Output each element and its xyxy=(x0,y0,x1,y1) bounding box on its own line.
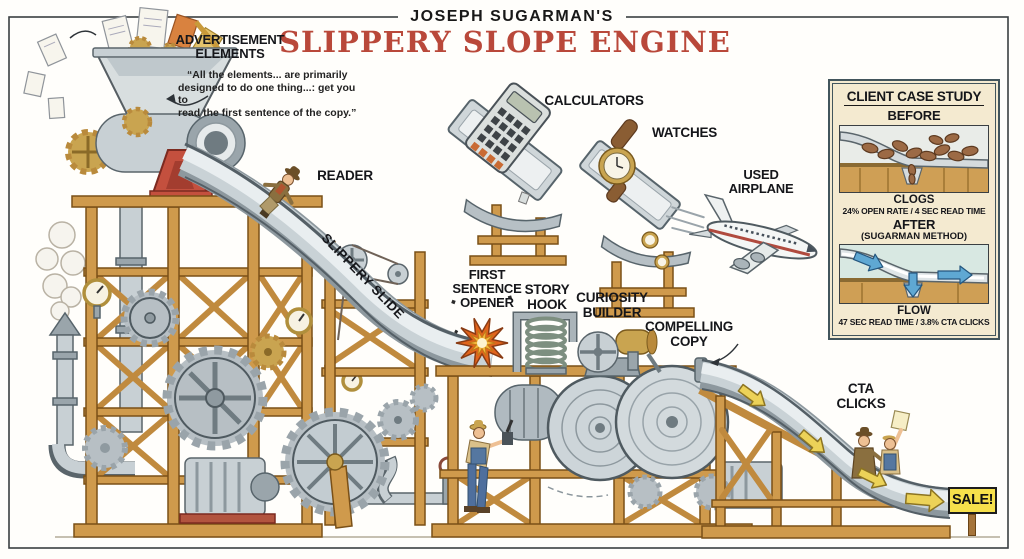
page-title: SLIPPERY SLOPE ENGINE xyxy=(279,25,731,59)
label-advertisement-elements: ADVERTISEMENT ELEMENTS xyxy=(175,32,285,62)
sugarman-quote: “All the elements... are primarily desig… xyxy=(178,69,368,119)
label-reader: READER xyxy=(317,168,373,183)
label-used-airplane: USED AIRPLANE xyxy=(728,167,794,197)
label-first-sentence-opener: FIRST SENTENCE OPENER xyxy=(452,267,522,311)
calculator xyxy=(465,82,551,174)
label-calculators: CALCULATORS xyxy=(544,93,644,108)
explosion xyxy=(451,295,519,369)
quote-arrow xyxy=(166,94,209,106)
label-watches: WATCHES xyxy=(652,125,718,140)
calculators-chute xyxy=(447,82,567,266)
pressure-gauge xyxy=(82,278,363,392)
after-heading: AFTER xyxy=(892,217,936,232)
story-hook-spring xyxy=(512,311,578,375)
quote-line-1: “All the elements... are primarily xyxy=(187,69,348,81)
after-stats: 47 SEC READ TIME / 3.8% CTA CLICKS xyxy=(838,317,990,327)
before-heading: BEFORE xyxy=(887,108,941,123)
case-study-title: CLIENT CASE STUDY xyxy=(843,89,985,106)
after-caption: FLOW xyxy=(897,305,931,317)
sale-sign-post xyxy=(968,514,976,536)
client-case-study-panel: CLIENT CASE STUDY BEFORE xyxy=(828,79,1000,340)
slippery-slide xyxy=(177,142,495,377)
case-study-inner: CLIENT CASE STUDY BEFORE xyxy=(832,83,996,336)
before-stats: 24% OPEN RATE / 4 SEC READ TIME xyxy=(842,206,986,216)
left-tower xyxy=(73,206,363,538)
copy-motion-arrow xyxy=(710,343,739,366)
curiosity-builder-wheel xyxy=(577,329,662,377)
quote-line-3: read the first sentence of the copy.” xyxy=(178,106,357,119)
hopper xyxy=(23,6,238,121)
airplane xyxy=(665,193,818,275)
spoked-gear xyxy=(280,407,390,529)
after-illustration xyxy=(839,244,989,304)
flow-arrows xyxy=(737,383,945,513)
watches-chute xyxy=(579,119,695,318)
flying-papers xyxy=(23,30,97,120)
label-compelling-copy: COMPELLING COPY xyxy=(645,319,733,349)
before-caption: CLOGS xyxy=(893,194,935,206)
clog-lumps xyxy=(861,133,979,185)
label-curiosity-builder: CURIOSITY BUILDER xyxy=(576,290,648,320)
watch xyxy=(598,119,638,203)
cta-figures xyxy=(851,410,911,479)
kicker-text: JOSEPH SUGARMAN'S xyxy=(398,8,626,25)
before-illustration xyxy=(839,125,989,193)
worker-figure xyxy=(464,419,514,513)
big-gear xyxy=(162,345,268,451)
reader-figure xyxy=(259,166,300,219)
label-story-hook: STORY HOOK xyxy=(524,282,570,312)
sale-sign: SALE! xyxy=(948,487,997,514)
quote-line-2: designed to do one thing...: get you to xyxy=(178,81,356,107)
after-subheading: (SUGARMAN METHOD) xyxy=(860,231,968,242)
label-cta-clicks: CTA CLICKS xyxy=(836,381,886,411)
header-kicker: JOSEPH SUGARMAN'S xyxy=(0,8,1024,26)
